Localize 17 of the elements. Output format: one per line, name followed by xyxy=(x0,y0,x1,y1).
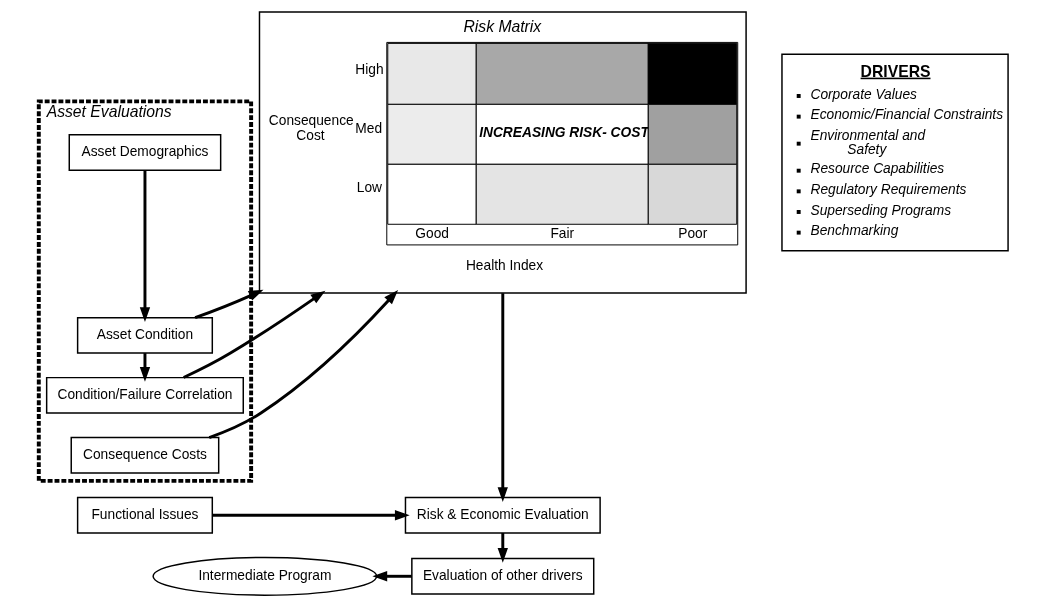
node-box: Risk & Economic Evaluation xyxy=(404,496,601,534)
arrow xyxy=(211,510,410,521)
node-ellipse: Intermediate Program xyxy=(151,556,377,596)
node-box: DRIVERS Corporate Values Economic/Financial Constraints Environmental and Safety Resource Capabilities Regulatory Requirements Superseding Programs Benchmarking xyxy=(780,53,1009,252)
node-box: Consequence Costs xyxy=(70,436,219,474)
node-box: Functional Issues xyxy=(76,496,213,534)
arrow xyxy=(208,289,398,439)
node-box: Evaluation of other drivers xyxy=(410,557,594,595)
arrow xyxy=(497,533,508,563)
node-box: Condition/Failure Correlation xyxy=(45,376,244,414)
arrow xyxy=(139,170,150,322)
arrow xyxy=(194,289,263,320)
arrow xyxy=(139,353,150,382)
node-box: Asset Demographics xyxy=(68,134,221,171)
node-box: Asset Condition xyxy=(76,316,213,354)
arrow xyxy=(371,571,412,582)
arrow xyxy=(497,293,508,502)
